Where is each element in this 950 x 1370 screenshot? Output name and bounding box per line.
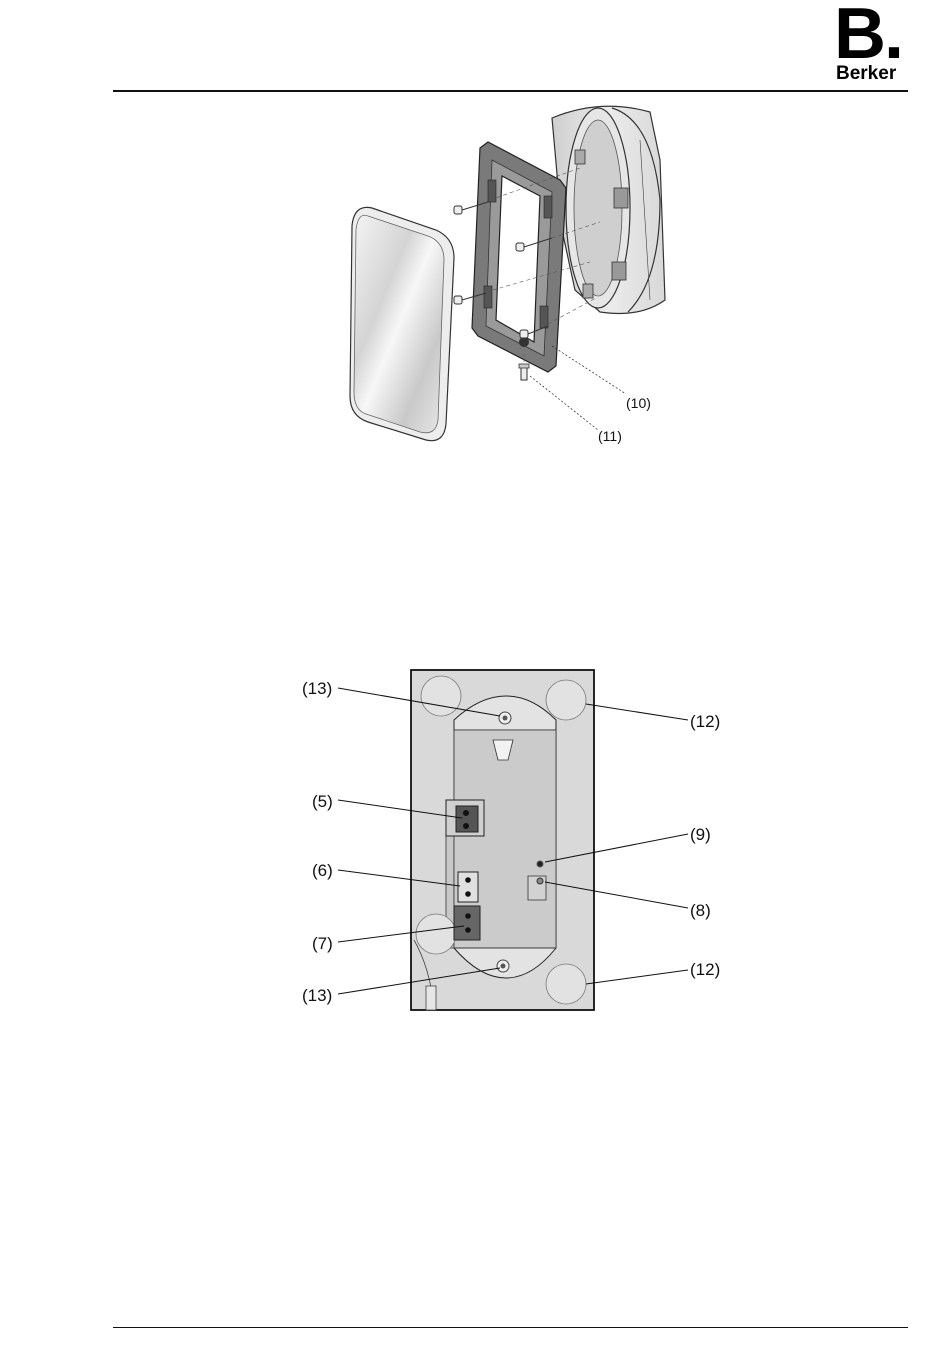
terminal-5 [446, 800, 484, 836]
callout-led-8: (8) [690, 901, 711, 920]
callout-hole-bottom: (13) [302, 986, 332, 1005]
callout-pad-top-right: (12) [690, 712, 720, 731]
callout-terminal-6: (6) [312, 861, 333, 880]
callout-led-9: (9) [690, 825, 711, 844]
terminal-6 [458, 872, 478, 902]
callout-terminal-5: (5) [312, 792, 333, 811]
callout-terminal-7: (7) [312, 934, 333, 953]
callout-pad-bottom-right: (12) [690, 960, 720, 979]
callout-hole-top: (13) [302, 679, 332, 698]
terminal-7 [454, 906, 480, 940]
footer-rule [113, 1327, 908, 1328]
